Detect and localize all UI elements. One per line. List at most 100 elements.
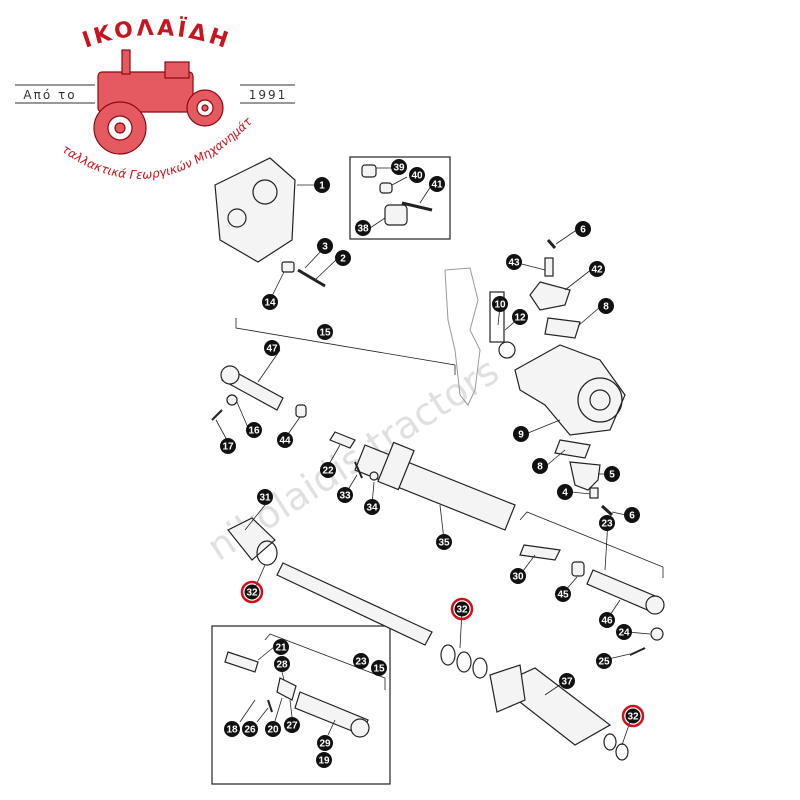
svg-text:37: 37 — [561, 677, 573, 688]
seal-part-32-right-b — [615, 743, 629, 761]
axle-tube — [276, 562, 433, 646]
inset-callout-23: 23 — [353, 653, 369, 669]
cylinder-part-35 — [354, 444, 516, 531]
callout-1: 1 — [314, 177, 330, 193]
callout-10: 10 — [492, 296, 508, 312]
logo: ΝΙΚΟΛΑΪΔΗΣ Από το 1991 Ανταλλακτικά Γεωρ… — [0, 0, 295, 182]
callout-40: 40 — [409, 167, 425, 183]
svg-text:47: 47 — [266, 344, 278, 355]
callout-47: 47 — [264, 340, 280, 356]
svg-text:32: 32 — [456, 605, 468, 616]
ghost-spindle — [444, 267, 481, 406]
callout-6-top: 6 — [575, 221, 591, 237]
svg-text:23: 23 — [355, 657, 367, 668]
svg-text:30: 30 — [512, 572, 524, 583]
fitting-part-4 — [589, 487, 599, 499]
seal-part-32-mid-b — [456, 651, 472, 673]
svg-text:26: 26 — [244, 725, 256, 736]
svg-text:42: 42 — [591, 265, 603, 276]
callout-6-bottom: 6 — [624, 507, 640, 523]
inset-callout-29: 29 — [317, 735, 333, 751]
callout-14: 14 — [262, 294, 278, 310]
svg-text:34: 34 — [366, 503, 378, 514]
fitting-part-43 — [544, 257, 554, 277]
svg-text:21: 21 — [275, 643, 287, 654]
svg-text:15: 15 — [373, 664, 385, 675]
svg-text:32: 32 — [246, 588, 258, 599]
callout-3: 3 — [317, 238, 333, 254]
bolt-part-33 — [354, 461, 363, 479]
seal-part-32-right-a — [603, 733, 617, 751]
svg-text:44: 44 — [279, 436, 291, 447]
bolt-part-41 — [401, 201, 433, 212]
tractor-logo-icon — [93, 49, 224, 155]
svg-text:17: 17 — [222, 442, 234, 453]
callout-45: 45 — [555, 586, 571, 602]
svg-text:12: 12 — [514, 313, 526, 324]
svg-text:10: 10 — [494, 300, 506, 311]
seal-part-10 — [498, 341, 516, 359]
callout-17: 17 — [220, 438, 236, 454]
inset-part-21 — [224, 651, 259, 673]
callout-8-bottom: 8 — [532, 458, 548, 474]
callout-43: 43 — [506, 254, 522, 270]
tube-part-37 — [496, 667, 612, 746]
callout-38: 38 — [355, 220, 371, 236]
callout-16: 16 — [246, 422, 262, 438]
inset-bracket-23-15 — [264, 633, 386, 690]
svg-text:2: 2 — [340, 254, 346, 265]
cap-part-40 — [379, 182, 393, 194]
tierod-part-22 — [329, 431, 356, 449]
svg-text:22: 22 — [322, 466, 334, 477]
seal-part-32-left — [256, 540, 278, 566]
inset-callout-26: 26 — [242, 721, 258, 737]
svg-text:25: 25 — [598, 657, 610, 668]
logo-since-label: Από το — [23, 88, 76, 102]
svg-text:19: 19 — [318, 756, 330, 767]
washer-part-34 — [369, 471, 379, 481]
callout-32-highlighted-mid: 32 — [450, 597, 474, 621]
callout-35: 35 — [436, 534, 452, 550]
inset-callout-27: 27 — [284, 717, 300, 733]
inset-part-27 — [276, 677, 297, 701]
inset-callout-21: 21 — [273, 639, 289, 655]
nut-part-44 — [295, 404, 307, 418]
svg-text:39: 39 — [393, 163, 405, 174]
callout-24: 24 — [616, 624, 632, 640]
callout-37: 37 — [559, 673, 575, 689]
bracket-group-top — [211, 156, 664, 785]
bolt-part-6-lower — [600, 504, 614, 517]
tierod-part-30 — [519, 544, 561, 561]
callout-42: 42 — [589, 261, 605, 277]
pin-part-25 — [629, 647, 646, 656]
shim-part-8 — [544, 317, 581, 339]
inset-callout-28: 28 — [274, 656, 290, 672]
callout-22: 22 — [320, 462, 336, 478]
callout-15-top: 15 — [317, 324, 333, 340]
svg-text:33: 33 — [339, 491, 351, 502]
housing-part-1 — [214, 157, 296, 263]
svg-text:38: 38 — [357, 224, 369, 235]
part-drawings — [211, 157, 665, 761]
cap-part-5 — [569, 461, 601, 491]
svg-text:18: 18 — [226, 725, 238, 736]
callout-12: 12 — [512, 309, 528, 325]
cap-part-42 — [529, 281, 571, 311]
callout-44: 44 — [277, 432, 293, 448]
detail-inset-frame — [211, 625, 391, 785]
callout-5: 5 — [604, 466, 620, 482]
assembly-bracket-15 — [235, 318, 456, 375]
callout-46: 46 — [599, 612, 615, 628]
svg-text:41: 41 — [431, 180, 443, 191]
svg-text:23: 23 — [601, 519, 613, 530]
svg-text:4: 4 — [562, 488, 568, 499]
callout-39: 39 — [391, 159, 407, 175]
svg-text:31: 31 — [259, 493, 271, 504]
inset-part-26 — [267, 699, 273, 713]
bolt-part-2 — [297, 268, 326, 288]
seal-part-32-mid-c — [472, 657, 488, 679]
callout-32-highlighted-right: 32 — [621, 704, 645, 728]
svg-text:1: 1 — [319, 181, 325, 192]
